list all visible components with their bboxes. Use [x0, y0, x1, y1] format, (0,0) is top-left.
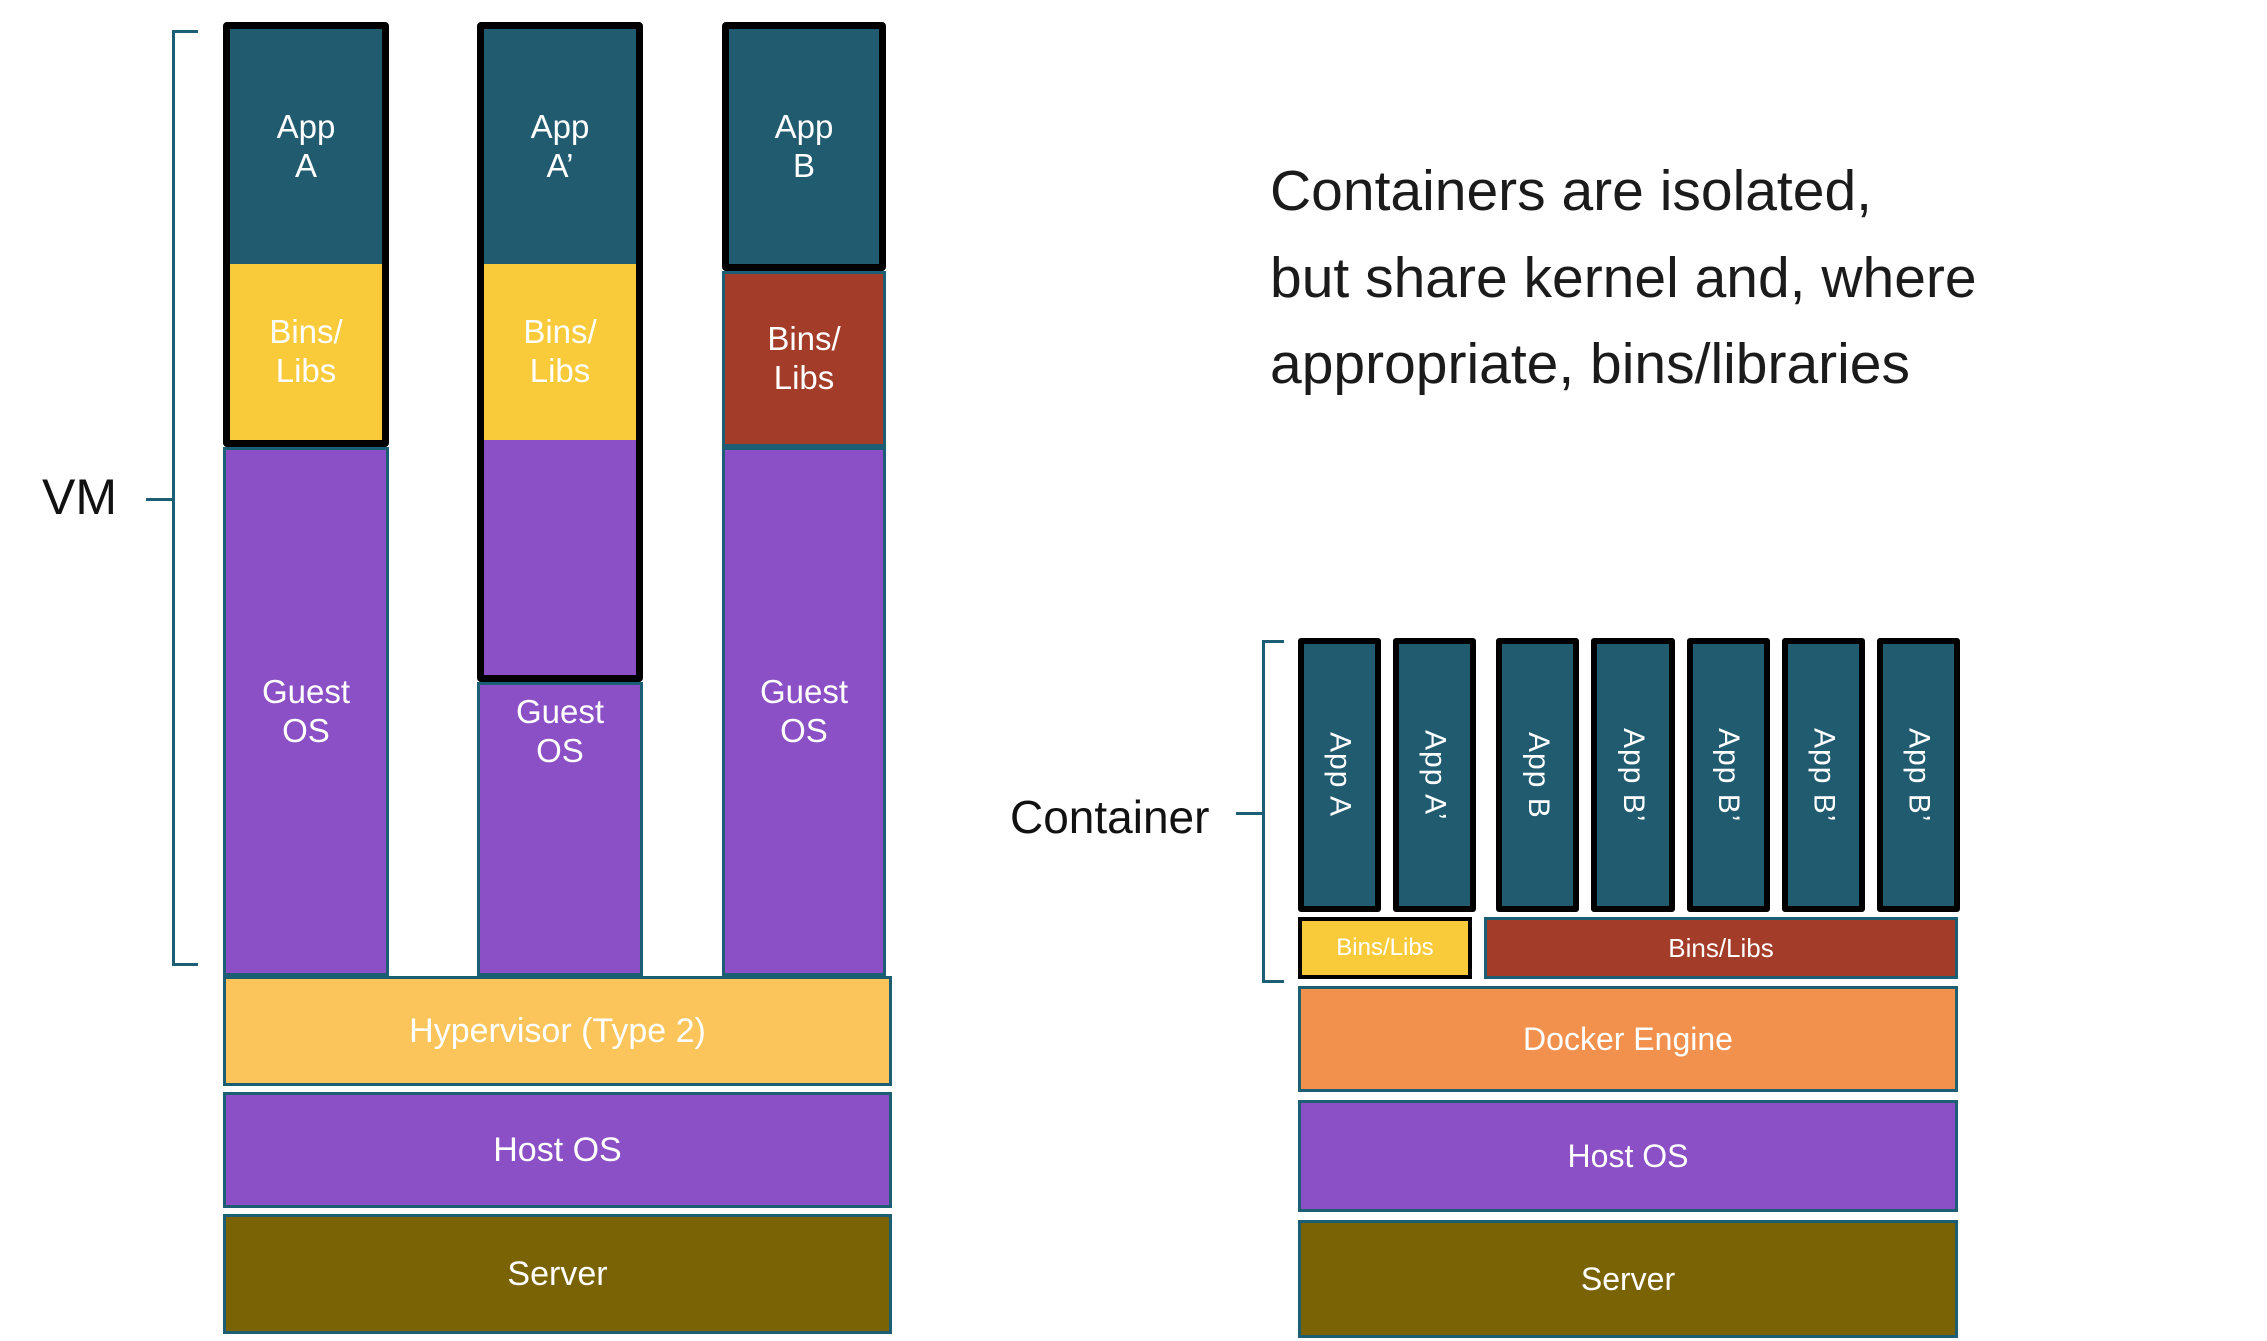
container-app-label: App B’: [1616, 727, 1650, 823]
vm3-frame: App B: [722, 22, 886, 271]
vm1-app-box: App A: [230, 29, 382, 264]
container-bins-red-box: Bins/Libs: [1484, 917, 1958, 979]
vm-host-os-label: Host OS: [493, 1130, 622, 1169]
vm1-frame: App A Bins/ Libs: [223, 22, 389, 447]
container-app-box: App B’: [1876, 638, 1960, 912]
vm2-bins-box: Bins/ Libs: [484, 264, 636, 440]
container-app-label: App A’: [1418, 729, 1452, 821]
vm2-app-label: App A’: [530, 107, 590, 184]
vm3-guest-os-box: Guest OS: [722, 447, 886, 976]
container-app-box: App B’: [1781, 638, 1865, 912]
vm1-bins-label: Bins/ Libs: [269, 313, 343, 389]
vm2-guest-os-box: Guest OS: [477, 682, 643, 976]
container-app-box: App B’: [1686, 638, 1770, 912]
vm1-bins-box: Bins/ Libs: [230, 264, 382, 440]
vm2-app-box: App A’: [484, 29, 636, 264]
vm3-bins-label: Bins/ Libs: [767, 320, 841, 396]
container-bracket: [1262, 640, 1284, 983]
container-app-box: App A’: [1393, 638, 1477, 912]
hypervisor-label: Hypervisor (Type 2): [409, 1011, 706, 1050]
container-host-os-label: Host OS: [1567, 1137, 1689, 1174]
vm3-bins-box: Bins/ Libs: [722, 271, 886, 447]
hypervisor-bar: Hypervisor (Type 2): [223, 976, 892, 1086]
container-apps-row: App A App A’ App B App B’ App B’ App B’ …: [1298, 638, 1960, 912]
container-app-label: App B: [1521, 731, 1555, 819]
vm-label: VM: [42, 469, 117, 525]
vm3-app-box: App B: [729, 29, 879, 264]
container-app-box: App B’: [1591, 638, 1675, 912]
vm1-guest-os-label: Guest OS: [261, 672, 351, 749]
vm1-app-label: App A: [276, 107, 336, 184]
vm2-frame: App A’ Bins/ Libs: [477, 22, 643, 682]
vm-server-label: Server: [507, 1254, 608, 1293]
docker-engine-label: Docker Engine: [1523, 1020, 1733, 1057]
container-server-bar: Server: [1298, 1220, 1958, 1338]
container-app-label: App B’: [1712, 727, 1746, 823]
container-host-os-bar: Host OS: [1298, 1100, 1958, 1212]
vm2-guest-os-upper: [484, 440, 636, 675]
vm3-app-label: App B: [774, 107, 834, 184]
container-app-box: App B: [1496, 638, 1580, 912]
docker-engine-bar: Docker Engine: [1298, 986, 1958, 1092]
vm-bracket: [172, 30, 198, 966]
container-app-label: App B’: [1807, 727, 1841, 823]
vm-host-os-bar: Host OS: [223, 1092, 892, 1208]
container-app-label: App A: [1323, 732, 1357, 818]
container-app-label: App B’: [1902, 727, 1936, 823]
container-app-box: App A: [1298, 638, 1382, 912]
vm1-guest-os-box: Guest OS: [223, 447, 389, 976]
container-bins-yellow-box: Bins/Libs: [1298, 917, 1472, 979]
isolation-note: Containers are isolated, but share kerne…: [1270, 159, 1977, 397]
vm-server-bar: Server: [223, 1214, 892, 1334]
container-bins-yellow-label: Bins/Libs: [1336, 934, 1434, 961]
container-bins-red-label: Bins/Libs: [1668, 932, 1774, 963]
vm2-guest-os-label: Guest OS: [515, 693, 605, 769]
vm3-guest-os-label: Guest OS: [759, 672, 849, 749]
container-bracket-tick: [1236, 812, 1262, 815]
vm-bracket-tick: [146, 498, 172, 501]
container-label: Container: [1010, 791, 1210, 843]
vm2-bins-label: Bins/ Libs: [523, 313, 597, 389]
container-server-label: Server: [1580, 1260, 1676, 1297]
